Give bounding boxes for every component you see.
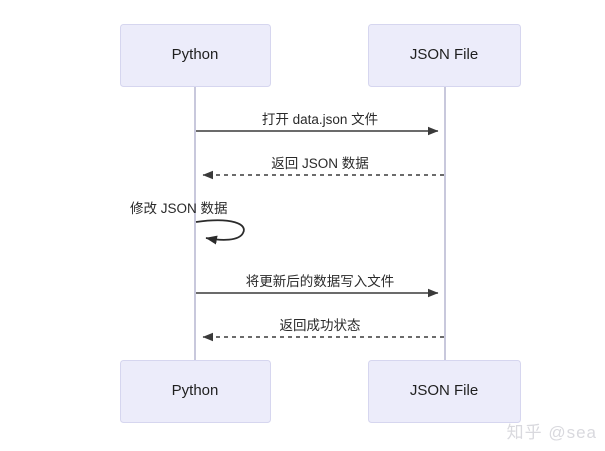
message-arrow-3-self-loop [195,219,245,245]
message-label-1: 打开 data.json 文件 [261,112,379,127]
actor-box-python-bottom[interactable] [120,360,271,423]
actor-box-json-file-bottom[interactable] [368,360,521,423]
actor-box-json-file-top[interactable] [368,24,521,87]
message-label-3: 修改 JSON 数据 [130,201,228,216]
message-label-2: 返回 JSON 数据 [271,156,369,171]
actor-box-python-top[interactable] [120,24,271,87]
message-label-4: 将更新后的数据写入文件 [245,274,395,289]
watermark: 知乎 @sea [506,423,597,442]
message-label-5: 返回成功状态 [279,318,361,333]
